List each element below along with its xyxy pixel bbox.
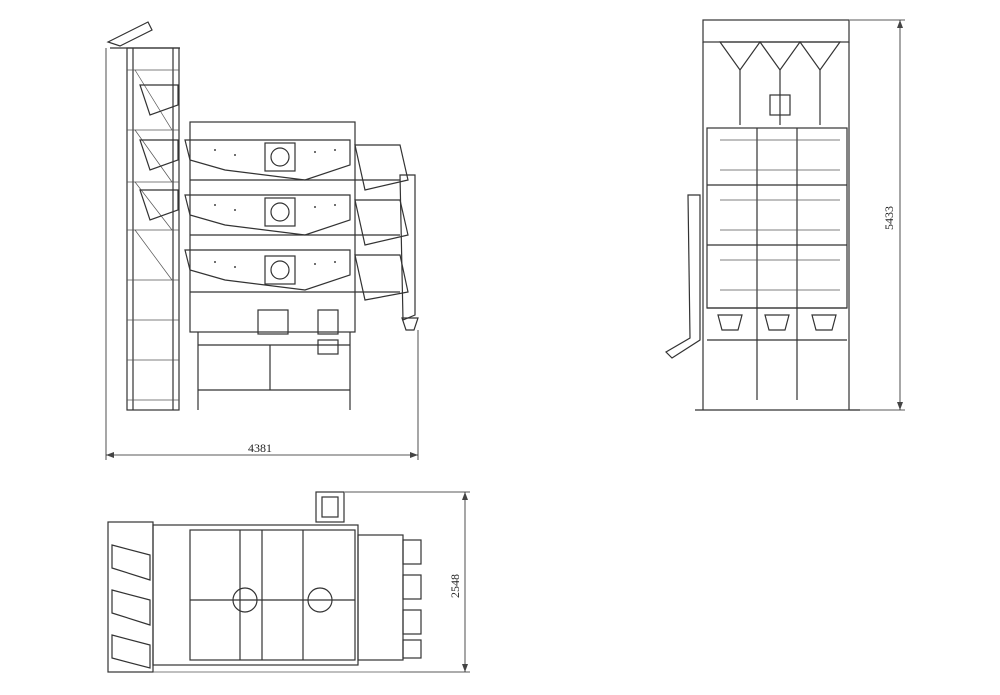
top-view [107,491,470,673]
dimension-depth-label: 2548 [448,574,462,598]
dimension-height-label: 5433 [882,206,896,230]
front-view [665,19,905,411]
dimension-width-label: 4381 [248,441,272,455]
side-view [105,21,419,460]
